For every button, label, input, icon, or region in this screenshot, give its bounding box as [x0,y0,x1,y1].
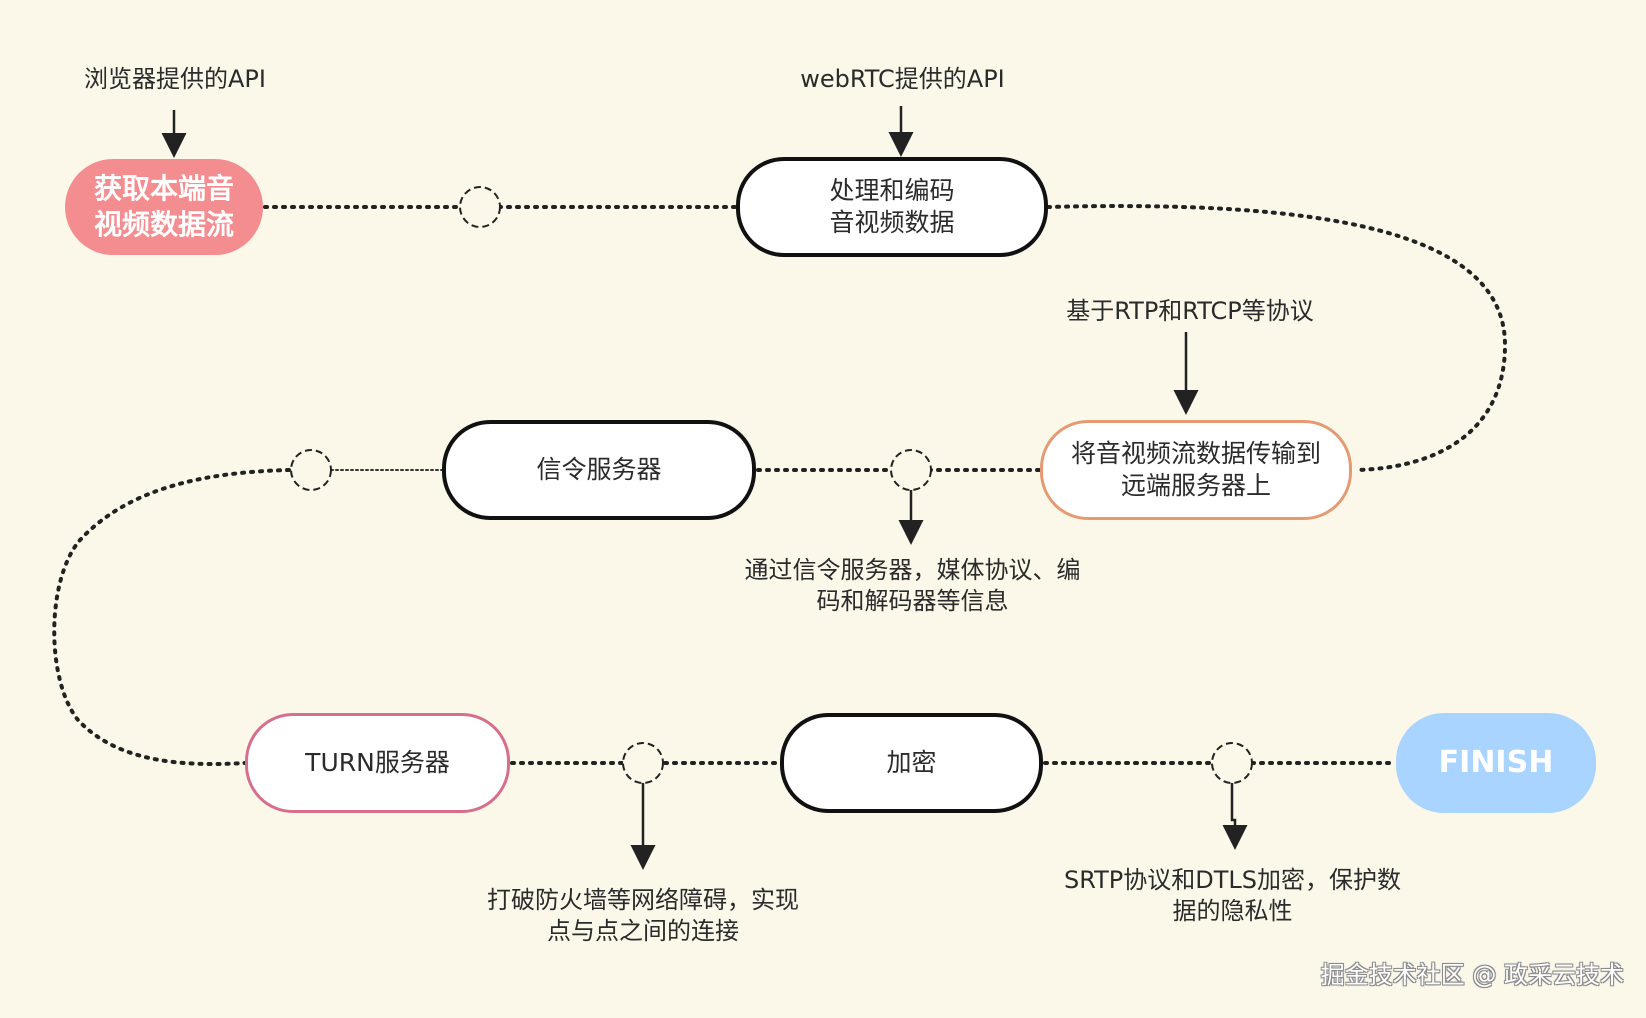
node-encrypt: 加密 [780,713,1043,813]
note-firewall: 打破防火墙等网络障碍，实现 点与点之间的连接 [487,886,799,946]
node-signaling-server: 信令服务器 [442,420,756,520]
node-process-encode: 处理和编码 音视频数据 [736,157,1048,257]
note-signaling-info: 通过信令服务器，媒体协议、编 码和解码器等信息 [744,556,1081,616]
connector-encode-transfer-curve [1046,204,1508,472]
junction-circle-2 [890,449,932,491]
note-protocol: 基于RTP和RTCP等协议 [1066,297,1314,325]
node-finish: FINISH [1396,713,1596,813]
connector-signaling-turn-curve [52,468,291,766]
note-privacy: SRTP协议和DTLS加密，保护数 据的隐私性 [1063,866,1402,926]
junction-circle-1 [459,186,501,228]
note-webrtc-api: webRTC提供的API [800,65,1005,93]
node-turn-server: TURN服务器 [245,713,510,813]
junction-circle-4 [622,742,664,784]
watermark: 掘金技术社区 @ 政采云技术 [1320,961,1624,989]
note-browser-api: 浏览器提供的API [84,65,266,93]
node-transfer-remote: 将音视频流数据传输到 远端服务器上 [1040,420,1352,520]
junction-circle-3 [290,449,332,491]
arrow-privacy [1222,783,1248,850]
node-capture-stream: 获取本端音 视频数据流 [65,159,263,255]
junction-circle-5 [1211,742,1253,784]
